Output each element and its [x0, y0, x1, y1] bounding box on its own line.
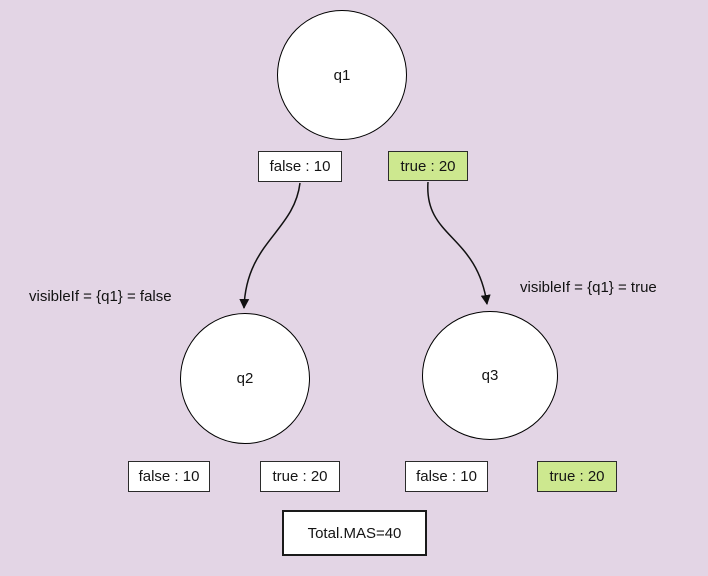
node-q2: q2: [180, 313, 310, 444]
edge-label-q1-true-text: true : 20: [400, 157, 456, 175]
node-q1: q1: [277, 10, 407, 140]
leaf-label-q2-true-text: true : 20: [272, 468, 328, 485]
leaf-label-q2-false-text: false : 10: [138, 468, 200, 485]
annotation-visibleif-true: visibleIf = {q1} = true: [520, 279, 657, 296]
annotation-visibleif-false: visibleIf = {q1} = false: [29, 288, 172, 305]
edge-label-q1-false: false : 10: [258, 151, 342, 182]
edge-label-q1-true: true : 20: [388, 151, 468, 181]
leaf-label-q3-true: true : 20: [537, 461, 617, 492]
edge-q1-to-q2: [239, 182, 301, 309]
node-q2-label: q2: [236, 370, 254, 387]
leaf-label-q2-false: false : 10: [128, 461, 210, 492]
edge-label-q1-false-text: false : 10: [269, 158, 331, 175]
node-q3-label: q3: [481, 367, 499, 384]
edge-q1-to-q3: [427, 181, 491, 305]
leaf-label-q3-false: false : 10: [405, 461, 488, 492]
node-q1-label: q1: [333, 66, 351, 84]
total-mas-text: Total.MAS=40: [307, 524, 402, 542]
leaf-label-q2-true: true : 20: [260, 461, 340, 492]
total-mas-box: Total.MAS=40: [282, 510, 427, 556]
leaf-label-q3-false-text: false : 10: [416, 468, 477, 485]
node-q3: q3: [422, 311, 558, 440]
leaf-label-q3-true-text: true : 20: [549, 468, 605, 485]
